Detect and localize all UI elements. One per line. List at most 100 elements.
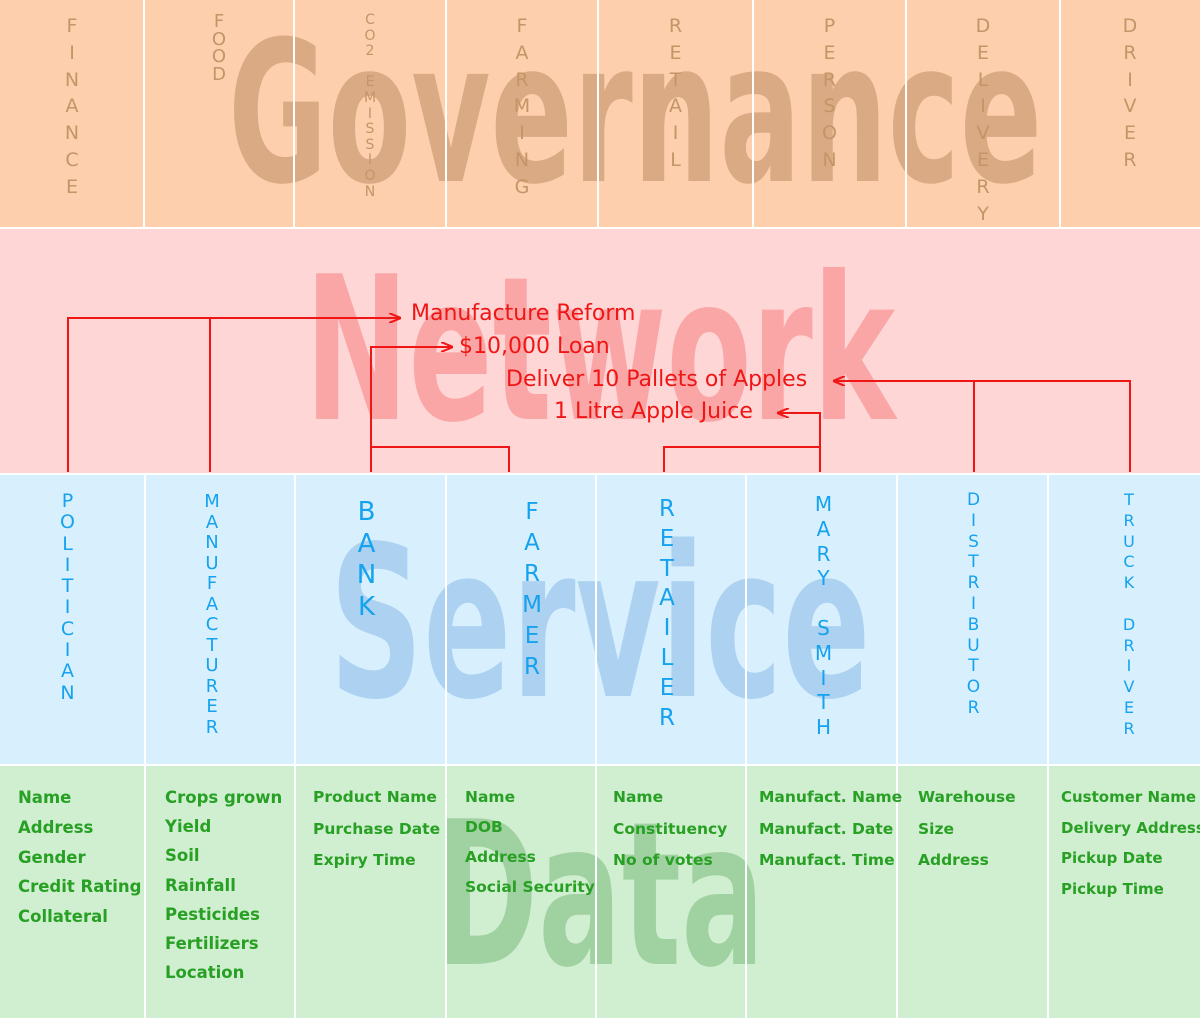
data-field: Pesticides [165, 904, 260, 924]
data-field: Delivery Address [1061, 818, 1200, 837]
column-divider [896, 766, 898, 1018]
data-field: Location [165, 963, 245, 983]
column-divider [745, 475, 747, 764]
column-divider [1047, 766, 1049, 1018]
data-field: Collateral [18, 907, 108, 927]
connector-retailer-mary [663, 446, 820, 472]
connector-bank-farmer [371, 446, 510, 472]
column-divider [1059, 0, 1061, 227]
data-field: Rainfall [165, 875, 236, 895]
message-deliver-pallets: Deliver 10 Pallets of Apples [506, 367, 808, 392]
data-field: Manufact. Name [759, 788, 903, 806]
column-divider [905, 0, 907, 227]
data-field: Pickup Time [1061, 879, 1164, 898]
connector-deliver [834, 381, 1131, 472]
data-field: Address [18, 817, 94, 837]
column-divider [294, 475, 296, 764]
data-field: Fertilizers [165, 934, 259, 953]
data-field: Expiry Time [313, 851, 416, 869]
column-divider [752, 0, 754, 227]
column-divider [445, 0, 447, 227]
column-divider [595, 475, 597, 764]
message-manufacture-reform: Manufacture Reform [411, 301, 636, 326]
data-field: Gender [18, 847, 86, 867]
data-field: Name [18, 788, 72, 807]
column-divider [445, 475, 447, 764]
data-field: Address [465, 848, 536, 866]
data-field: DOB [465, 818, 503, 836]
column-divider [896, 475, 898, 764]
column-divider [745, 766, 747, 1018]
data-field: Size [918, 819, 955, 838]
data-field: Name [465, 788, 516, 806]
connector-reform [67, 318, 400, 472]
data-field: Constituency [613, 819, 728, 838]
column-divider [595, 766, 597, 1018]
data-field: Name [613, 788, 664, 806]
column-divider [143, 0, 145, 227]
column-divider [294, 766, 296, 1018]
connector-juice [778, 413, 821, 472]
data-field: Social Security [465, 878, 595, 896]
column-divider [144, 475, 146, 764]
column-divider [293, 0, 295, 227]
data-field: Pickup Date [1061, 849, 1163, 867]
data-field: Purchase Date [313, 819, 441, 838]
column-divider [144, 766, 146, 1018]
data-field: Warehouse [918, 788, 1016, 806]
message-loan: $10,000 Loan [459, 334, 610, 359]
data-field: Soil [165, 846, 200, 866]
data-field: Address [918, 851, 989, 869]
column-divider [1047, 475, 1049, 764]
data-field: Credit Rating [18, 877, 142, 897]
message-apple-juice: 1 Litre Apple Juice [554, 399, 753, 424]
data-field: Crops grown [165, 788, 283, 807]
data-field: No of votes [613, 851, 713, 869]
data-field: Yield [165, 817, 212, 837]
column-divider [597, 0, 599, 227]
data-field: Customer Name [1061, 788, 1196, 806]
data-field: Product Name [313, 788, 437, 806]
data-field: Manufact. Date [759, 819, 894, 838]
